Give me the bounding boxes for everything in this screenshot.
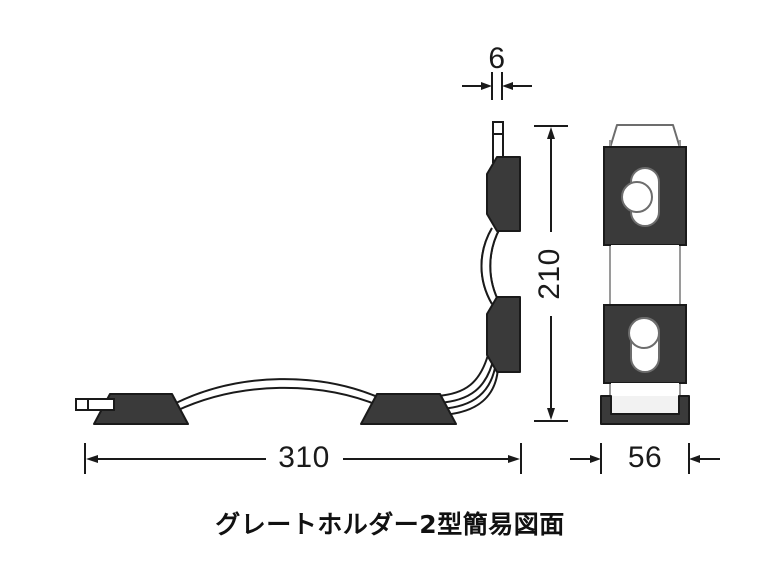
bottom-center-block (360, 393, 457, 425)
upper-circle (621, 181, 653, 213)
dimension-height-label: 210 (533, 248, 566, 300)
dimension-length-label: 310 (278, 441, 330, 474)
dimension-width: 56 (570, 441, 720, 474)
left-connector-block (93, 393, 189, 425)
middle-block (486, 296, 521, 373)
upper-clamp-block (603, 146, 687, 246)
dimension-thickness: 6 (462, 42, 532, 100)
mid-strap (611, 245, 679, 307)
side-view-group (75, 121, 521, 425)
lower-clamp-block (603, 304, 687, 384)
front-view-group (600, 124, 690, 425)
base-bracket (600, 395, 690, 425)
dimension-height: 210 (533, 125, 568, 422)
lower-circle (628, 317, 660, 349)
left-prong (75, 398, 115, 411)
dimension-length: 310 (84, 441, 522, 474)
dimension-width-label: 56 (628, 441, 662, 474)
drawing-caption: グレートホルダー2型簡易図面 (215, 510, 565, 539)
top-block (486, 156, 521, 232)
curved-cable (480, 227, 501, 305)
arched-cable (175, 378, 381, 412)
dimension-thickness-label: 6 (488, 42, 505, 75)
top-cap (609, 124, 681, 149)
